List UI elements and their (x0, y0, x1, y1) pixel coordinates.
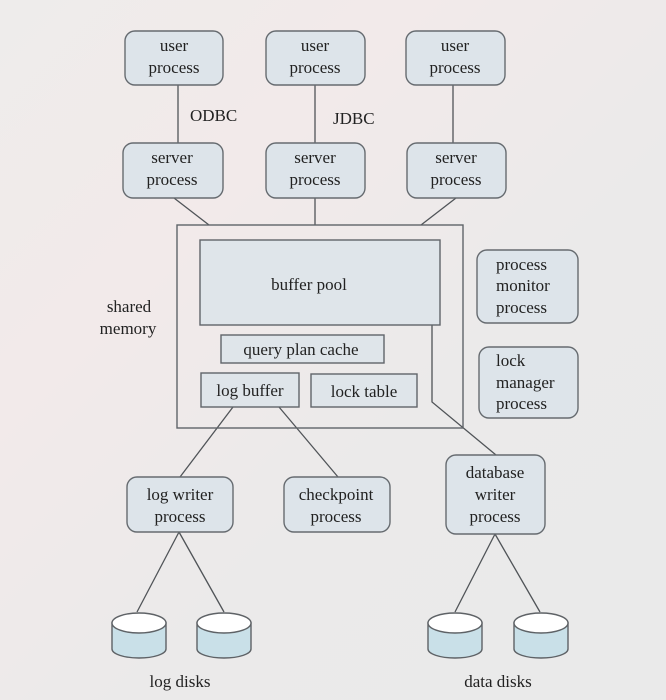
disk-icon (196, 612, 252, 659)
log-writer-line2: process (155, 507, 206, 526)
process-monitor-line1: process (496, 255, 547, 274)
disk-icon (513, 612, 569, 659)
log-buffer: log buffer (200, 372, 300, 408)
database-writer-process: database writer process (445, 454, 546, 535)
lock-manager-line1: lock (496, 351, 526, 370)
user-process-2-line2: process (290, 58, 341, 77)
query-plan-cache-label: query plan cache (243, 340, 358, 359)
server-process-1-line1: server (151, 148, 193, 167)
checkpoint-process: checkpoint process (283, 476, 391, 533)
connectors (136, 85, 541, 613)
database-writer-line3: process (470, 507, 521, 526)
shared-memory-label-line1: shared (107, 297, 152, 316)
buffer-pool-label: buffer pool (271, 275, 347, 294)
connector-dbwriter-disk3 (454, 533, 496, 613)
connector-dbwriter-disk4 (494, 533, 541, 613)
connector-logwriter-disk1 (136, 531, 180, 613)
connector-logbuffer-checkpoint (278, 406, 339, 478)
log-buffer-label: log buffer (216, 381, 284, 400)
disk-icon (111, 612, 167, 659)
server-process-1-line2: process (147, 170, 198, 189)
server-process-1: server process (122, 142, 224, 199)
shared-memory-label-line2: memory (100, 319, 157, 338)
server-process-2-line1: server (294, 148, 336, 167)
connector-bufferpool-dbwriter (431, 325, 497, 456)
process-monitor-line3: process (496, 298, 547, 317)
connector-logbuffer-logwriter (179, 406, 234, 478)
lock-manager-process: lock manager process (478, 346, 579, 419)
checkpoint-line1: checkpoint (299, 485, 374, 504)
user-process-2-line1: user (301, 36, 330, 55)
odbc-label: ODBC (190, 106, 237, 125)
process-monitor-process: process monitor process (476, 249, 579, 324)
server-process-2: server process (265, 142, 366, 199)
database-writer-line1: database (466, 463, 525, 482)
log-disks-label: log disks (150, 672, 211, 691)
connector-server1-shared (173, 197, 210, 226)
connector-logwriter-disk2 (178, 531, 225, 613)
user-process-1-line2: process (149, 58, 200, 77)
lock-table-label: lock table (331, 382, 398, 401)
data-disks-label: data disks (464, 672, 532, 691)
lock-manager-line3: process (496, 394, 547, 413)
user-process-1: user process (124, 30, 224, 86)
user-process-3: user process (405, 30, 506, 86)
user-process-3-line2: process (430, 58, 481, 77)
database-writer-line2: writer (475, 485, 516, 504)
shared-memory-region: buffer pool query plan cache log buffer … (176, 224, 464, 429)
disk-icon (427, 612, 483, 659)
process-monitor-line2: monitor (496, 276, 550, 295)
user-process-2: user process (265, 30, 366, 86)
user-process-1-line1: user (160, 36, 189, 55)
query-plan-cache: query plan cache (220, 334, 385, 364)
connector-server3-shared (420, 197, 457, 226)
lock-manager-line2: manager (496, 373, 555, 392)
log-writer-process: log writer process (126, 476, 234, 533)
jdbc-label: JDBC (333, 109, 375, 128)
log-writer-line1: log writer (147, 485, 214, 504)
server-process-3-line2: process (431, 170, 482, 189)
checkpoint-line2: process (311, 507, 362, 526)
user-process-3-line1: user (441, 36, 470, 55)
server-process-3-line1: server (435, 148, 477, 167)
server-process-2-line2: process (290, 170, 341, 189)
server-process-3: server process (406, 142, 507, 199)
buffer-pool: buffer pool (199, 239, 441, 326)
lock-table: lock table (310, 373, 418, 408)
